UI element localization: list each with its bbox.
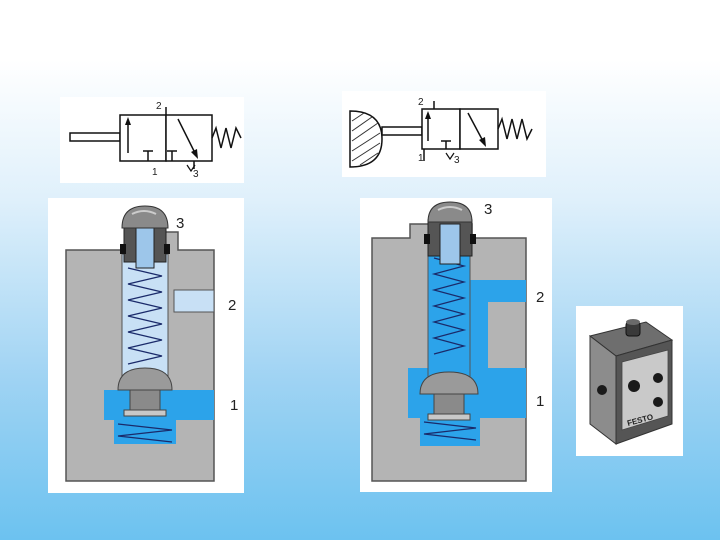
valve-symbol-left: 2 1 3 (69, 101, 242, 180)
section-label-3: 3 (484, 201, 492, 218)
port-label-3: 3 (193, 169, 199, 180)
section-label-1: 1 (230, 397, 238, 414)
product-photo-panel: FESTO (576, 306, 683, 456)
port-label-2: 2 (156, 101, 162, 112)
valve-symbol-right: 2 1 3 (349, 97, 533, 168)
valve-section-left: 3 2 1 (65, 205, 238, 482)
symbol-panel-left: 2 1 3 (60, 97, 244, 183)
section-label-3: 3 (176, 215, 184, 232)
valve-product-photo: FESTO (588, 319, 674, 446)
section-label-2: 2 (536, 289, 544, 306)
port-label-1: 1 (418, 153, 424, 164)
section-label-2: 2 (228, 297, 236, 314)
port-label-1: 1 (152, 167, 158, 178)
symbol-panel-right: 2 1 3 (342, 91, 546, 177)
section-panel-right: 3 2 1 (360, 198, 552, 492)
section-panel-left: 3 2 1 (48, 198, 244, 493)
port-label-2: 2 (418, 97, 424, 108)
valve-section-right: 3 2 1 (371, 201, 544, 482)
section-label-1: 1 (536, 393, 544, 410)
port-label-3: 3 (454, 155, 460, 166)
